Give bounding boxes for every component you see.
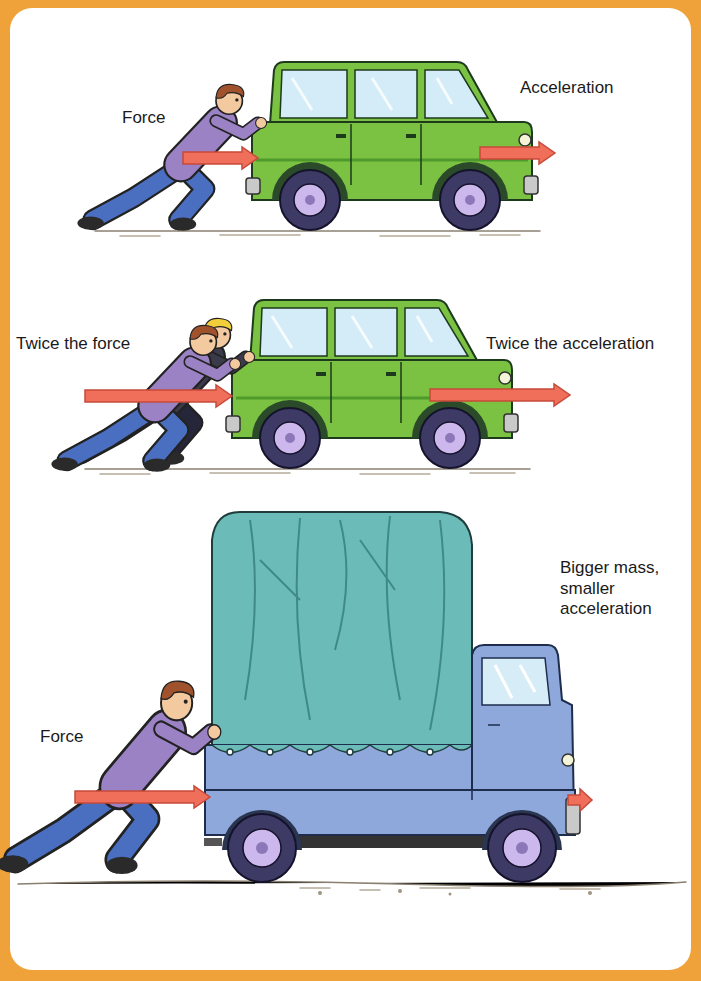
text-label: Twice the force — [16, 334, 130, 355]
truck-body — [205, 745, 472, 792]
headlight — [562, 754, 574, 766]
force-arrow — [75, 786, 210, 808]
car — [246, 62, 538, 230]
ground-line — [95, 231, 540, 236]
text-label: Force — [40, 727, 83, 748]
acceleration-arrow — [480, 142, 555, 164]
cab-door — [472, 720, 500, 800]
tarpaulin-fold — [245, 516, 444, 730]
text-label: Twice the acceleration — [486, 334, 654, 355]
pushing-man — [77, 84, 266, 230]
panel — [10, 8, 691, 970]
wheel — [228, 814, 556, 882]
force-arrow — [183, 147, 258, 169]
acceleration-arrow — [568, 789, 592, 811]
exhaust — [204, 838, 222, 846]
truck — [204, 512, 580, 882]
text-label: Acceleration — [520, 78, 614, 99]
eyelet — [227, 749, 433, 755]
window-shine — [495, 665, 535, 698]
ground-line — [18, 881, 686, 896]
text-label: Bigger mass, smaller acceleration — [560, 558, 670, 620]
force-arrow — [85, 385, 232, 407]
acceleration-arrow — [430, 384, 570, 406]
cab-window — [482, 658, 550, 705]
pushing-man — [0, 681, 221, 874]
car — [226, 300, 518, 468]
text-label: Force — [122, 108, 165, 129]
